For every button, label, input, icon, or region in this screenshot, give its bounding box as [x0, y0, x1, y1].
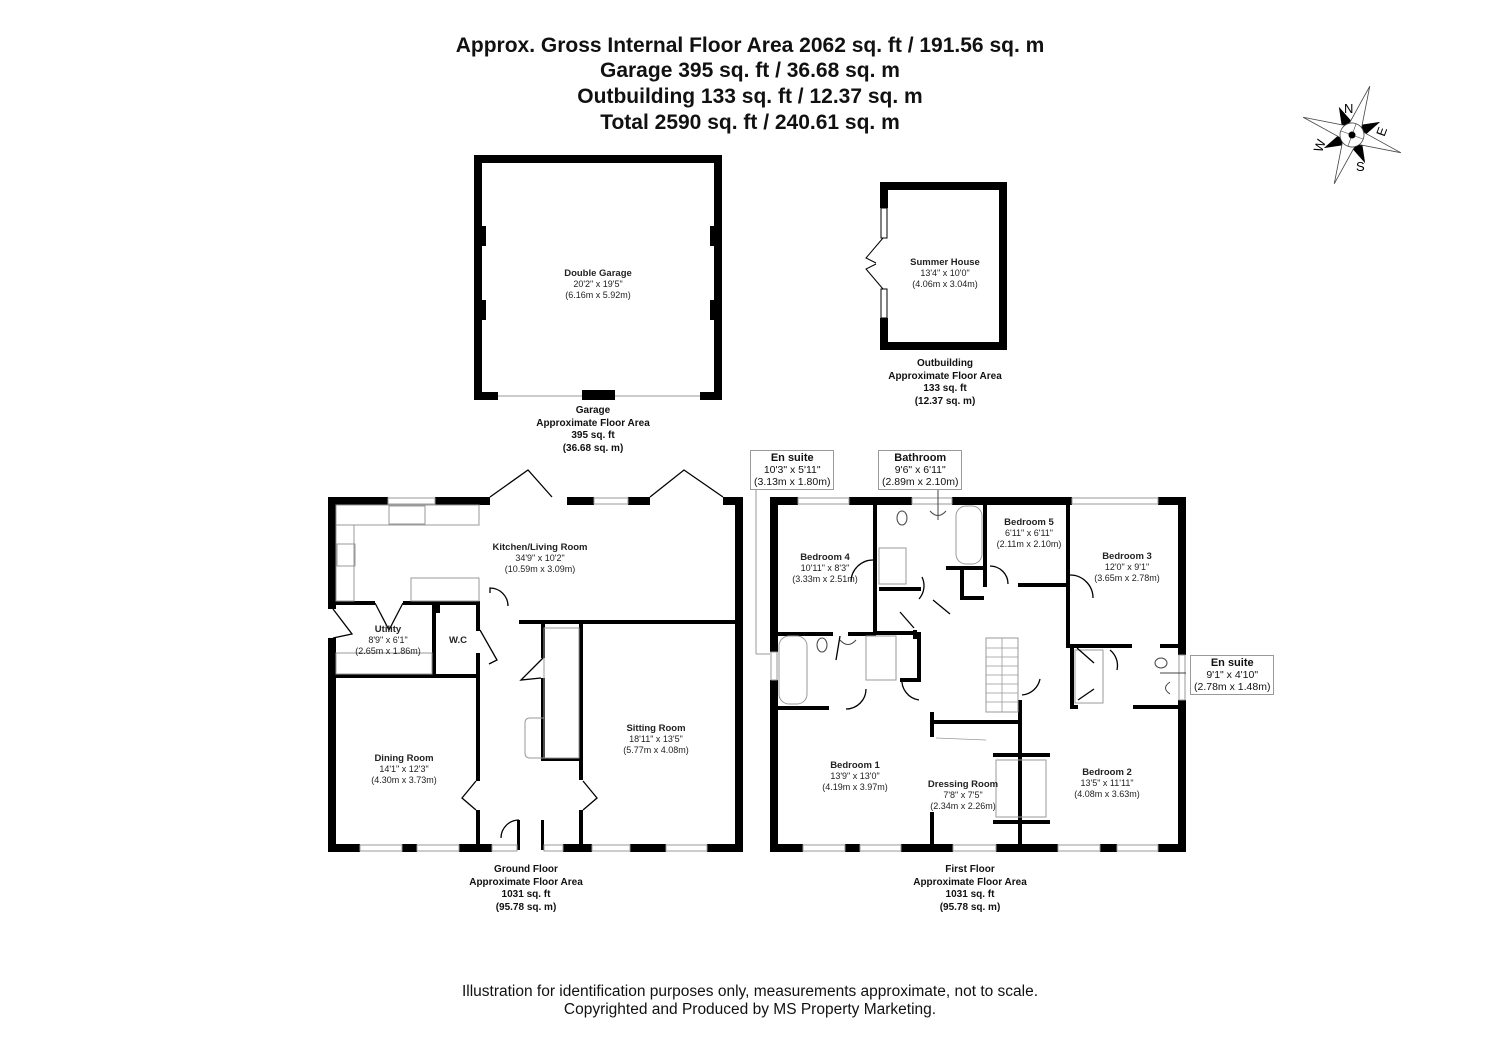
ground-floor-area-label: Ground Floor Approximate Floor Area 1031… [469, 864, 583, 913]
copyright-text: Copyrighted and Produced by MS Property … [563, 1001, 937, 1018]
ground-floor-walls [328, 497, 743, 852]
compass-w-label: W [1310, 137, 1329, 154]
callout-en-suite-1: En suite 10'3" x 5'11" (3.13m x 1.80m) [750, 450, 835, 490]
compass-n-label: N [1344, 101, 1353, 116]
garage-area-heading: Garage 395 sq. ft / 36.68 sq. m [600, 59, 900, 82]
garage-walls [474, 155, 722, 400]
room-label-dressing-room: Dressing Room 7'8" x 7'5" (2.34m x 2.26m… [927, 779, 999, 811]
callout-en-suite-2: En suite 9'1" x 4'10" (2.78m x 1.48m) [1190, 655, 1275, 695]
room-label-dining-room: Dining Room 14'1" x 12'3" (4.30m x 3.73m… [371, 753, 437, 785]
callout-bathroom: Bathroom 9'6" x 6'11" (2.89m x 2.10m) [878, 450, 963, 490]
compass-rose-icon: N E S W [1302, 85, 1402, 185]
room-label-summer-house: Summer House 13'4" x 10'0" (4.06m x 3.04… [910, 257, 980, 289]
first-floor-area-label: First Floor Approximate Floor Area 1031 … [913, 864, 1027, 913]
room-label-utility: Utility 8'9" x 6'1" (2.65m x 1.86m) [355, 624, 421, 656]
gross-area-heading: Approx. Gross Internal Floor Area 2062 s… [455, 34, 1045, 57]
summer-house-walls [880, 182, 1007, 350]
room-label-sitting-room: Sitting Room 18'11" x 13'5" (5.77m x 4.0… [623, 723, 689, 755]
compass-s-label: S [1356, 159, 1365, 174]
room-label-bedroom-2: Bedroom 2 13'5" x 11'11" (4.08m x 3.63m) [1074, 767, 1140, 799]
room-label-wc: W.C [449, 635, 467, 646]
outbuilding-area-heading: Outbuilding 133 sq. ft / 12.37 sq. m [577, 85, 923, 108]
room-label-bedroom-5: Bedroom 5 6'11" x 6'11" (2.11m x 2.10m) [996, 517, 1062, 549]
room-label-kitchen-living: Kitchen/Living Room 34'9" x 10'2" (10.59… [492, 542, 588, 574]
room-label-double-garage: Double Garage 20'2" x 19'5" (6.16m x 5.9… [564, 268, 632, 300]
room-label-bedroom-1: Bedroom 1 13'9" x 13'0" (4.19m x 3.97m) [822, 760, 888, 792]
total-area-heading: Total 2590 sq. ft / 240.61 sq. m [600, 111, 900, 134]
disclaimer-text: Illustration for identification purposes… [461, 983, 1039, 1000]
outbuilding-area-label: Outbuilding Approximate Floor Area 133 s… [888, 358, 1002, 407]
room-label-bedroom-3: Bedroom 3 12'0" x 9'1" (3.65m x 2.78m) [1094, 551, 1160, 583]
garage-area-label: Garage Approximate Floor Area 395 sq. ft… [536, 405, 650, 454]
first-floor-walls [770, 497, 1186, 852]
room-label-bedroom-4: Bedroom 4 10'11" x 8'3" (3.33m x 2.51m) [792, 552, 858, 584]
